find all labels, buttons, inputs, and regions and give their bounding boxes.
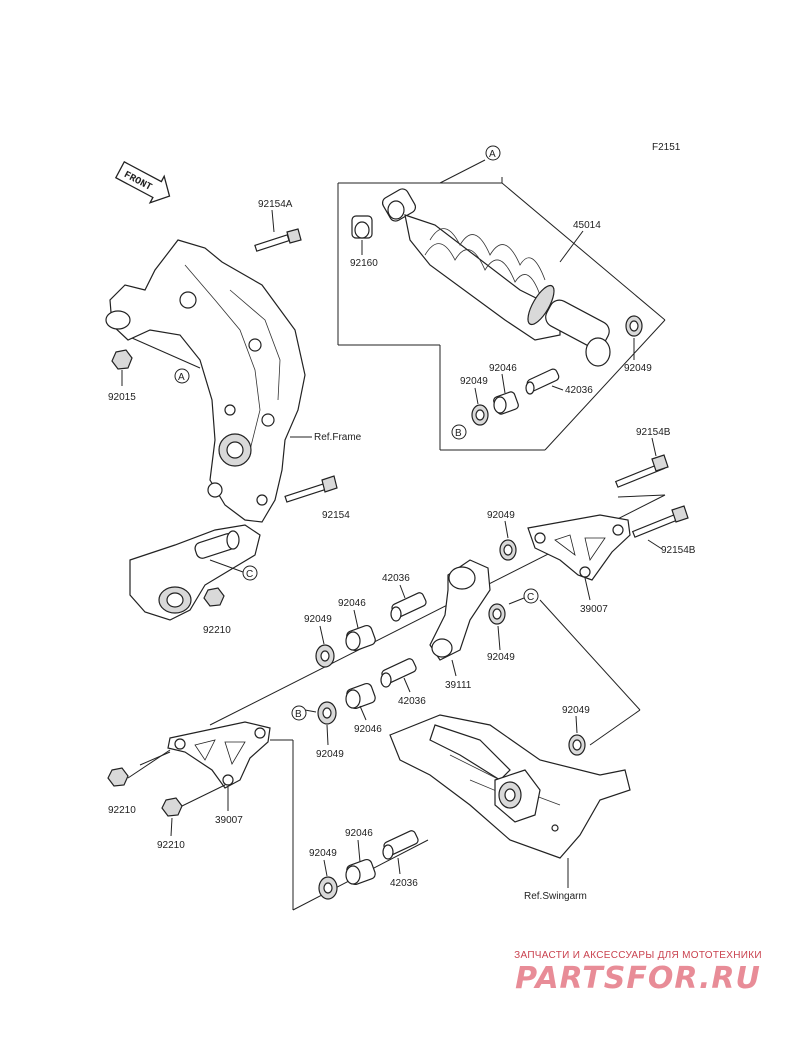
tie-rod-plate-right — [527, 514, 631, 581]
figure-code: F2151 — [652, 142, 681, 153]
sleeve-42036-lower — [380, 658, 417, 688]
front-arrow-icon: FRONT — [114, 160, 171, 204]
seal-92049-bottom — [318, 876, 338, 900]
label-42036-bottom: 42036 — [390, 878, 418, 889]
sleeve-42036-shock — [525, 368, 560, 395]
nut-92210-left-1 — [107, 767, 129, 787]
watermark-tagline: ЗАПЧАСТИ И АКСЕССУАРЫ ДЛЯ МОТОТЕХНИКИ — [514, 950, 762, 961]
label-39007-left: 39007 — [215, 815, 243, 826]
nut-92015 — [111, 349, 133, 370]
label-92154: 92154 — [322, 510, 350, 521]
bolt-92154b-top — [614, 454, 669, 488]
sleeve-42036-upper — [390, 592, 427, 622]
bearing-92046-bottom — [345, 858, 376, 886]
callout-c-frame — [242, 565, 258, 581]
label-39007-right: 39007 — [580, 604, 608, 615]
callout-a-frame — [174, 368, 190, 384]
label-92049-lower-l: 92049 — [316, 749, 344, 760]
label-42036-lower: 42036 — [398, 696, 426, 707]
svg-text:B: B — [295, 709, 302, 720]
label-92154b-right: 92154B — [661, 545, 696, 556]
seal-92049-shock-l — [471, 404, 489, 426]
label-92046-upper: 92046 — [338, 598, 366, 609]
bearing-92046-lower — [345, 682, 376, 710]
label-92049-upper-l: 92049 — [304, 614, 332, 625]
label-92160: 92160 — [350, 258, 378, 269]
ref-swingarm-label: Ref.Swingarm — [524, 891, 587, 902]
watermark-brand: PARTSFOR.RU — [515, 961, 761, 996]
nut-92210-frame — [203, 587, 225, 607]
seal-92049-plate-top — [499, 539, 517, 561]
tie-rod-plate-left — [167, 721, 271, 789]
callout-b-shock — [451, 424, 467, 440]
label-92210-left-2: 92210 — [157, 840, 185, 851]
label-92210-frame: 92210 — [203, 625, 231, 636]
label-92049-shock-r: 92049 — [624, 363, 652, 374]
frame-bushing — [194, 530, 240, 559]
label-92046-lower: 92046 — [354, 724, 382, 735]
frame-bracket — [105, 239, 306, 523]
label-92049-shock-l: 92049 — [460, 376, 488, 387]
shock-absorber — [381, 188, 611, 367]
label-92049-plate-top: 92049 — [487, 510, 515, 521]
svg-text:C: C — [527, 592, 534, 603]
label-92046-shock: 92046 — [489, 363, 517, 374]
bearing-92046-upper — [345, 624, 376, 652]
label-92049-swingarm: 92049 — [562, 705, 590, 716]
ref-frame-label: Ref.Frame — [314, 432, 362, 443]
seal-92049-swingarm — [568, 734, 586, 756]
callout-c-linkage — [523, 588, 539, 604]
frame-lower — [129, 524, 261, 621]
svg-text:A: A — [489, 149, 496, 160]
bearing-92046-shock — [493, 391, 519, 415]
label-92154a: 92154A — [258, 199, 293, 210]
swingarm — [389, 714, 631, 859]
nut-92210-left-2 — [161, 797, 183, 817]
label-42036-upper: 42036 — [382, 573, 410, 584]
label-92049-bottom: 92049 — [309, 848, 337, 859]
bolt-92154b-right — [631, 505, 689, 538]
label-92154b-top: 92154B — [636, 427, 671, 438]
seal-92049-lower-l — [317, 701, 337, 725]
label-39111: 39111 — [445, 680, 472, 691]
svg-text:C: C — [246, 569, 253, 580]
svg-text:B: B — [455, 428, 462, 439]
bolt-92154a — [254, 228, 302, 252]
label-92046-bottom: 92046 — [345, 828, 373, 839]
collar-92160 — [351, 215, 373, 239]
callout-b-linkage — [291, 705, 307, 721]
label-92049-mid-r: 92049 — [487, 652, 515, 663]
svg-text:A: A — [178, 372, 185, 383]
label-45014: 45014 — [573, 220, 601, 231]
label-42036-shock: 42036 — [565, 385, 593, 396]
seal-92049-mid-r — [488, 603, 506, 625]
label-92015: 92015 — [108, 392, 136, 403]
label-92210-left-1: 92210 — [108, 805, 136, 816]
callout-a-shock — [485, 145, 501, 161]
bolt-92154 — [284, 475, 338, 503]
seal-92049-upper-l — [315, 644, 335, 668]
seal-92049-shock-r — [625, 315, 643, 337]
sleeve-42036-bottom — [382, 830, 419, 860]
rocker-arm-39111 — [429, 559, 491, 661]
watermark: ЗАПЧАСТИ И АКСЕССУАРЫ ДЛЯ МОТОТЕХНИКИ PA… — [488, 950, 788, 996]
